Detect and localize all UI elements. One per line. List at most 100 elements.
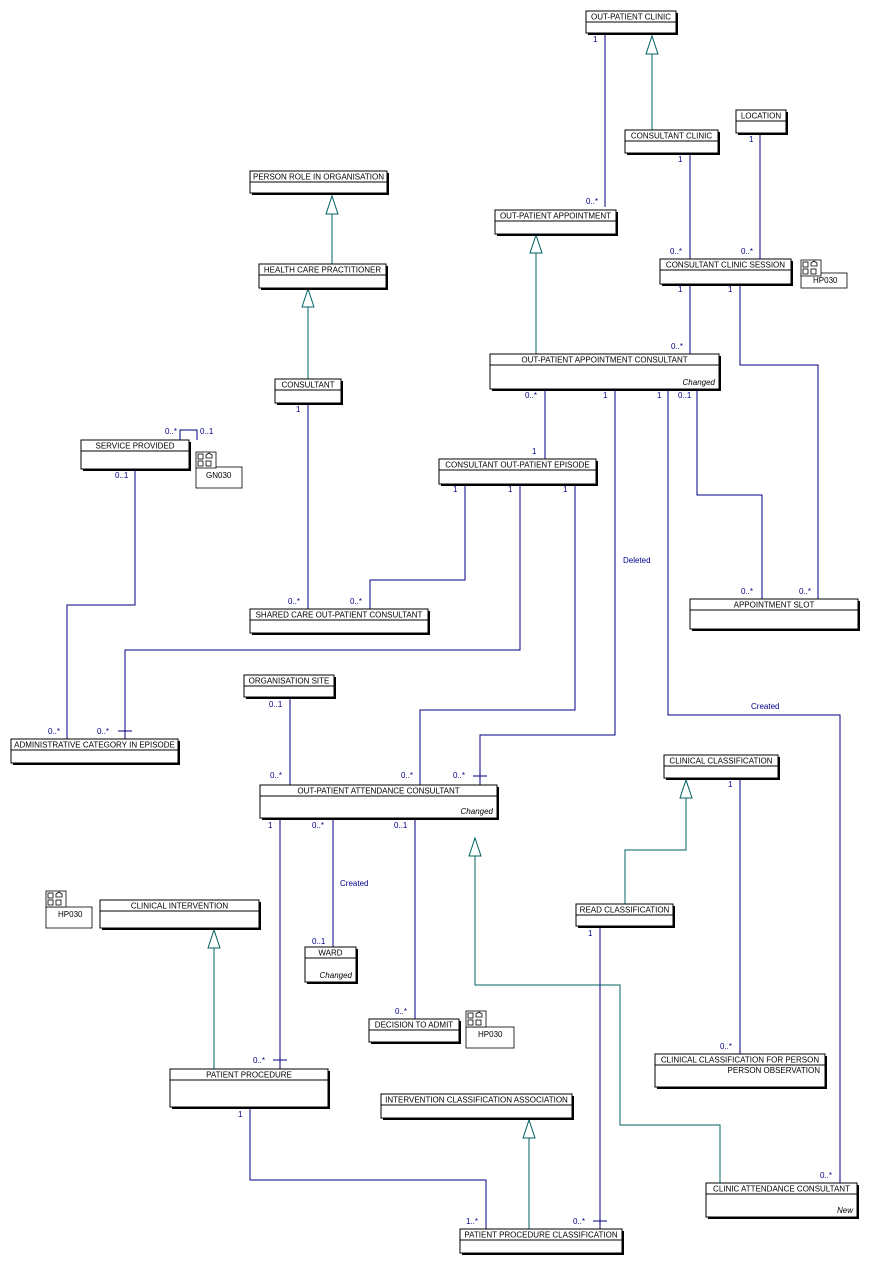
- class-name: LOCATION: [741, 112, 782, 121]
- class-status-note: Changed: [461, 807, 494, 816]
- multiplicity: 0..*: [525, 391, 537, 400]
- multiplicity: 1..*: [466, 1217, 478, 1226]
- created-label: Created: [340, 879, 368, 888]
- assoc-opac-opatc-deleted[interactable]: [479, 389, 616, 785]
- class-boxes: OUT-PATIENT CLINIC CONSULTANT CLINIC LOCAT…: [10, 10, 860, 1255]
- multiplicity: 1: [603, 391, 608, 400]
- class-name: HEALTH CARE PRACTITIONER: [264, 266, 381, 275]
- class-out-patient-clinic[interactable]: OUT-PATIENT CLINIC: [585, 10, 678, 35]
- class-consultant-clinic-session[interactable]: CONSULTANT CLINIC SESSION: [659, 258, 793, 286]
- class-health-care-practitioner[interactable]: HEALTH CARE PRACTITIONER: [258, 263, 388, 290]
- class-decision-to-admit[interactable]: DECISION TO ADMIT: [368, 1018, 461, 1044]
- class-out-patient-appointment-consultant[interactable]: OUT-PATIENT APPOINTMENT CONSULTANTChange…: [489, 353, 721, 391]
- class-name: CONSULTANT CLINIC: [631, 132, 713, 141]
- class-name: WARD: [318, 949, 342, 958]
- multiplicity: 1: [563, 485, 568, 494]
- class-name: CLINICAL CLASSIFICATION FOR PERSON: [661, 1056, 819, 1065]
- class-out-patient-appointment[interactable]: OUT-PATIENT APPOINTMENT: [494, 209, 618, 236]
- multiplicity: 0..*: [270, 771, 282, 780]
- assoc-sp-admin[interactable]: [66, 469, 136, 739]
- class-administrative-category-in-episode[interactable]: ADMINISTRATIVE CATEGORY IN EPISODE: [10, 738, 180, 765]
- package-label: GN030: [206, 471, 232, 480]
- multiplicity: 0..*: [165, 427, 177, 436]
- assoc-copae-opatc[interactable]: [419, 484, 576, 785]
- package-hp030-b[interactable]: HP030: [45, 890, 93, 929]
- class-location[interactable]: LOCATION: [735, 109, 788, 135]
- gen-read: [624, 798, 687, 904]
- created-label: Created: [751, 702, 779, 711]
- class-name: CONSULTANT OUT-PATIENT EPISODE: [445, 461, 589, 470]
- multiplicity: 0..*: [48, 727, 60, 736]
- package-gn030[interactable]: GN030: [195, 451, 243, 489]
- package-hp030-c[interactable]: HP030: [465, 1010, 515, 1049]
- assoc-pp-ppc[interactable]: [249, 1107, 487, 1229]
- class-read-classification[interactable]: READ CLASSIFICATION: [575, 903, 675, 928]
- connector-labels: Deleted Created Created: [340, 556, 779, 888]
- class-name: SERVICE PROVIDED: [96, 442, 175, 451]
- box-frame: [258, 263, 387, 289]
- assoc-opac-slot[interactable]: [696, 389, 763, 599]
- box-frame: [654, 1053, 826, 1088]
- class-organisation-site[interactable]: ORGANISATION SITE: [243, 674, 336, 699]
- class-appointment-slot[interactable]: APPOINTMENT SLOT: [689, 598, 860, 631]
- package-hp030-a[interactable]: HP030: [800, 259, 848, 289]
- multiplicity: 1: [296, 405, 301, 414]
- box-frame: [438, 458, 597, 485]
- assoc-opac-cac[interactable]: [667, 389, 841, 1183]
- class-patient-procedure[interactable]: PATIENT PROCEDURE: [169, 1068, 330, 1109]
- assoc-sp-self[interactable]: [179, 429, 198, 440]
- box-frame: [259, 784, 498, 819]
- class-clinical-intervention[interactable]: CLINICAL INTERVENTION: [99, 899, 261, 930]
- multiplicity: 0..*: [401, 771, 413, 780]
- multiplicity: 1: [588, 929, 593, 938]
- box-frame: [249, 608, 429, 634]
- box-frame: [659, 258, 792, 285]
- multiplicity: 0..*: [395, 1007, 407, 1016]
- multiplicity: 1: [749, 135, 754, 144]
- class-name: ADMINISTRATIVE CATEGORY IN EPISODE: [14, 741, 175, 750]
- class-status-note: Changed: [320, 971, 353, 980]
- multiplicity: 0..*: [820, 1171, 832, 1180]
- box-frame: [80, 439, 190, 470]
- generalizations: [207, 34, 721, 1229]
- class-consultant[interactable]: CONSULTANT: [274, 378, 343, 405]
- class-name: CLINIC ATTENDANCE CONSULTANT: [713, 1185, 850, 1194]
- multiplicity: 1: [657, 391, 662, 400]
- class-consultant-clinic[interactable]: CONSULTANT CLINIC: [624, 129, 720, 155]
- class-name: OUT-PATIENT APPOINTMENT CONSULTANT: [521, 356, 687, 365]
- class-name: DECISION TO ADMIT: [375, 1021, 453, 1030]
- class-intervention-classification-association[interactable]: INTERVENTION CLASSIFICATION ASSOCIATION: [380, 1093, 574, 1120]
- box-frame: [494, 209, 617, 235]
- multiplicity: 0..*: [799, 587, 811, 596]
- class-shared-care-out-patient-consultant[interactable]: SHARED CARE OUT-PATIENT CONSULTANT: [249, 608, 430, 635]
- deleted-label: Deleted: [623, 556, 651, 565]
- class-name: OUT-PATIENT APPOINTMENT: [500, 212, 611, 221]
- class-clinical-classification[interactable]: CLINICAL CLASSIFICATION: [663, 754, 780, 780]
- class-name: CLINICAL CLASSIFICATION: [669, 757, 772, 766]
- assoc-copae-admin[interactable]: [124, 484, 521, 739]
- class-name: INTERVENTION CLASSIFICATION ASSOCIATION: [385, 1096, 568, 1105]
- class-service-provided[interactable]: SERVICE PROVIDED: [80, 439, 191, 471]
- multiplicity: 1: [678, 155, 683, 164]
- class-clinical-classification-for-person[interactable]: CLINICAL CLASSIFICATION FOR PERSONPERSON…: [654, 1053, 827, 1089]
- box-frame: [689, 598, 859, 630]
- multiplicity: 1: [593, 35, 598, 44]
- multiplicities: 1 0..* 1 1 0..* 0..* 1 1 0..* 0..* 1 1 0…: [48, 35, 832, 1226]
- box-frame: [705, 1182, 858, 1218]
- assoc-ccs-slot[interactable]: [739, 284, 819, 599]
- assoc-copae-shared[interactable]: [369, 484, 466, 609]
- class-consultant-out-patient-episode[interactable]: CONSULTANT OUT-PATIENT EPISODE: [438, 458, 598, 486]
- gen-cac: [474, 856, 721, 1183]
- class-name: CONSULTANT: [281, 381, 334, 390]
- package-label: HP030: [58, 910, 83, 919]
- multiplicity: 0..*: [720, 1042, 732, 1051]
- class-patient-procedure-classification[interactable]: PATIENT PROCEDURE CLASSIFICATION: [459, 1228, 624, 1255]
- class-person-role-in-organisation[interactable]: PERSON ROLE IN ORGANISATION: [249, 170, 389, 195]
- class-name: OUT-PATIENT CLINIC: [591, 13, 671, 22]
- box-frame: [274, 378, 342, 404]
- class-ward[interactable]: WARD Changed: [304, 946, 358, 984]
- class-name: SHARED CARE OUT-PATIENT CONSULTANT: [256, 611, 423, 620]
